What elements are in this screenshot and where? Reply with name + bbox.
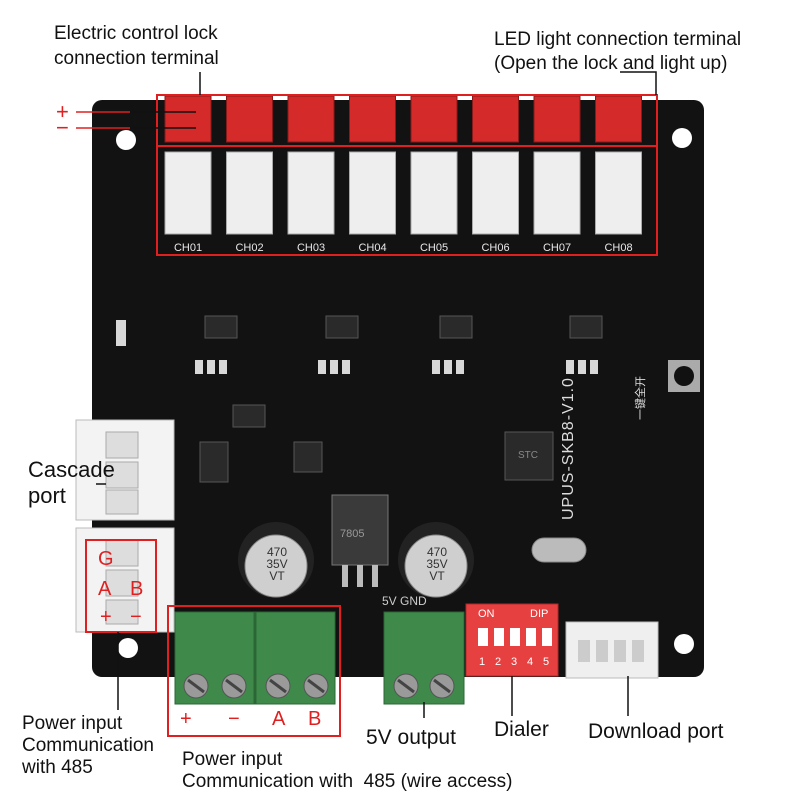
silkscreen-5v-gnd: 5V GND <box>382 594 427 608</box>
terminal-minus-mark: − <box>228 708 240 730</box>
channel-label-3: CH03 <box>297 242 325 254</box>
capacitor-left <box>238 522 314 598</box>
cap-right-text: 470 35V VT <box>422 546 452 582</box>
lock-connector-1 <box>164 95 212 143</box>
button-silkscreen: 一键全开 <box>635 376 647 420</box>
channel-label-4: CH04 <box>358 242 386 254</box>
power-485-connector <box>75 527 175 633</box>
cap-right-line2: 35V <box>426 557 448 571</box>
dialer-label: Dialer <box>494 718 549 741</box>
port-plus-label: + <box>100 606 112 628</box>
port-a-label: A <box>98 578 112 600</box>
lock-connector-7 <box>533 95 581 143</box>
lock-connector-3 <box>287 95 335 143</box>
led-terminal-label-line1: LED light connection terminal <box>494 29 742 50</box>
cap-left-text: 470 35V VT <box>262 546 292 582</box>
capacitor-right <box>398 522 474 598</box>
download-port-connector <box>565 621 659 679</box>
power-input-left-line1: Power input <box>22 713 123 734</box>
power-input-left-line3: with 485 <box>22 757 93 778</box>
dip-on-text: ON <box>478 608 495 620</box>
mounting-hole <box>672 128 692 148</box>
port-b-label: B <box>130 578 144 600</box>
ic-chips <box>199 315 603 483</box>
plus-sign: + <box>56 99 69 124</box>
led-connector-4 <box>349 151 396 235</box>
cascade-port-label-line2: port <box>28 483 66 508</box>
dip-number-4: 4 <box>527 656 534 668</box>
led-connector-2 <box>226 151 273 235</box>
model-text: UPUS-SKB8-V1.0 <box>560 377 577 520</box>
led-connector-5 <box>410 151 458 235</box>
power-input-bottom-line1: Power input <box>182 749 283 770</box>
channel-labels: CH01 CH02 CH03 CH04 CH05 CH06 CH07 CH08 <box>174 242 633 254</box>
dip-number-5: 5 <box>543 656 550 668</box>
5v-output-label: 5V output <box>366 726 456 749</box>
channel-label-1: CH01 <box>174 242 202 254</box>
power-input-left-line2: Communication <box>22 735 154 756</box>
lock-connector-6 <box>472 95 519 143</box>
led-terminal-label-line2: (Open the lock and light up) <box>494 53 728 74</box>
minus-sign: − <box>56 115 69 140</box>
dip-switch-levers <box>478 628 552 646</box>
leader-lines <box>96 71 657 718</box>
led-connector-1 <box>164 151 212 235</box>
mounting-hole <box>116 130 136 150</box>
channel-label-6: CH06 <box>481 242 509 254</box>
smd-resistors <box>116 320 598 374</box>
led-connector-6 <box>472 151 519 235</box>
dip-number-1: 1 <box>479 656 486 668</box>
download-port-label: Download port <box>588 720 724 743</box>
power-terminal-block <box>174 611 336 705</box>
cap-right-line3: VT <box>429 569 445 583</box>
cap-left-line2: 35V <box>266 557 288 571</box>
mounting-hole <box>118 638 138 658</box>
dip-number-3: 3 <box>511 656 518 668</box>
lock-connector-8 <box>595 95 642 143</box>
mounting-hole <box>674 634 694 654</box>
port-minus-label: − <box>130 606 142 628</box>
terminal-plus-mark: + <box>180 708 192 730</box>
lock-connector-2 <box>226 95 273 143</box>
5v-terminal-block <box>383 611 465 705</box>
cascade-port-connector <box>75 419 175 521</box>
cascade-port-label-line1: Cascade <box>28 457 115 482</box>
push-button-cap <box>674 366 694 386</box>
channel-label-2: CH02 <box>235 242 263 254</box>
lock-connector-4 <box>349 95 396 143</box>
led-connector-8 <box>595 151 642 235</box>
regulator-text: 7805 <box>340 528 365 540</box>
lock-terminal-label-line2: connection terminal <box>54 48 219 69</box>
cap-left-line3: VT <box>269 569 285 583</box>
terminal-b-mark: B <box>308 708 322 730</box>
dip-number-2: 2 <box>495 656 502 668</box>
lock-connector-5 <box>410 95 458 143</box>
power-input-bottom-line2: Communication with 485 (wire access) <box>182 771 513 792</box>
led-connector-3 <box>287 151 335 235</box>
cap-right-line1: 470 <box>426 545 448 559</box>
channel-label-5: CH05 <box>420 242 448 254</box>
mcu-text: STC <box>518 450 538 461</box>
crystal <box>531 537 587 563</box>
terminal-a-mark: A <box>272 708 286 730</box>
channel-label-7: CH07 <box>543 242 571 254</box>
pcb-board <box>92 100 704 677</box>
lock-terminal-label-line1: Electric control lock <box>54 23 218 44</box>
dip-dip-text: DIP <box>530 608 549 620</box>
port-g-label: G <box>98 548 114 570</box>
connector-highlight-box <box>156 94 658 256</box>
led-connectors <box>164 151 642 235</box>
channel-label-8: CH08 <box>604 242 632 254</box>
led-connector-7 <box>533 151 581 235</box>
power-highlight-box <box>167 605 341 737</box>
cap-left-line1: 470 <box>266 545 288 559</box>
port-highlight-box <box>85 539 157 633</box>
